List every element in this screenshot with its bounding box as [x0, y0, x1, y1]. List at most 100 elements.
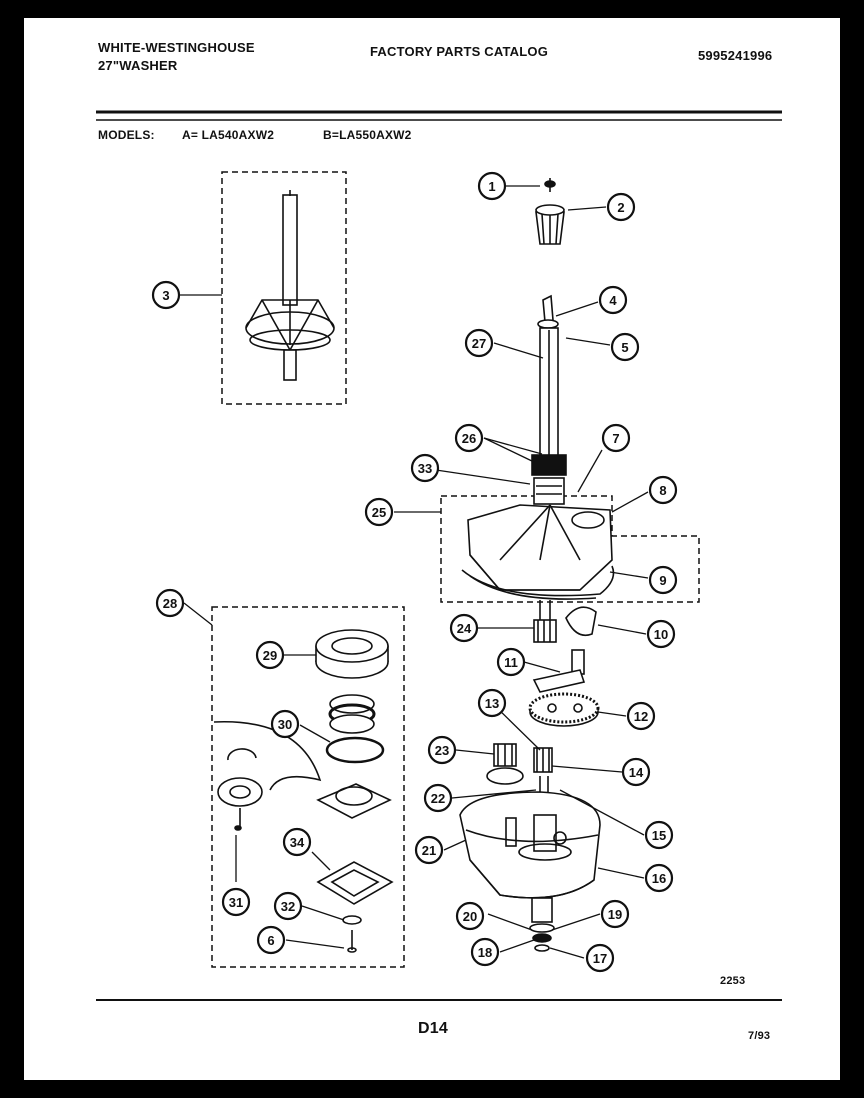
callout-circle — [270, 709, 300, 739]
callout-circle — [449, 613, 479, 643]
callout-circle — [644, 863, 674, 893]
callout-circle — [221, 887, 251, 917]
callout-8: 8 — [648, 475, 678, 505]
callout-number: 7 — [612, 431, 619, 446]
callout-circle — [610, 332, 640, 362]
callout-9: 9 — [648, 565, 678, 595]
callout-circle — [598, 285, 628, 315]
group-box-seal-kit — [211, 606, 405, 968]
callout-circle — [155, 588, 185, 618]
group-box-transmission-cover — [440, 495, 700, 603]
callout-10: 10 — [646, 619, 676, 649]
callout-number: 4 — [609, 293, 617, 308]
callout-number: 12 — [634, 709, 648, 724]
callout-circle — [477, 688, 507, 718]
callout-circle — [470, 937, 500, 967]
callout-circle — [585, 943, 615, 973]
callout-11: 11 — [496, 647, 526, 677]
callout-19: 19 — [600, 899, 630, 929]
callout-circle — [455, 901, 485, 931]
page-code: D14 — [418, 1020, 448, 1037]
callout-13: 13 — [477, 688, 507, 718]
callout-circle — [496, 647, 526, 677]
crank-and-gear-drawing — [528, 649, 600, 727]
callout-circle — [606, 192, 636, 222]
callout-number: 27 — [472, 336, 486, 351]
callout-17: 17 — [585, 943, 615, 973]
callout-23: 23 — [427, 735, 457, 765]
transmission-cover-drawing — [461, 504, 615, 600]
callout-22: 22 — [423, 783, 453, 813]
callout-circle — [454, 423, 484, 453]
callout-4: 4 — [598, 285, 628, 315]
catalog-sheet — [24, 18, 840, 1080]
small-gears-drawing — [486, 743, 553, 785]
catalog-number: 5995241996 — [698, 48, 773, 63]
callout-number: 18 — [478, 945, 492, 960]
callout-circle — [477, 171, 507, 201]
gear-case-drawing — [459, 776, 601, 899]
callout-number: 16 — [652, 871, 666, 886]
callout-32: 32 — [273, 891, 303, 921]
callout-number: 15 — [652, 828, 666, 843]
drawing-number: 2253 — [720, 975, 746, 987]
callout-number: 29 — [263, 648, 277, 663]
callout-21: 21 — [414, 835, 444, 865]
callout-number: 9 — [659, 573, 666, 588]
retaining-ring-detail-drawing — [213, 720, 322, 831]
callout-6: 6 — [256, 925, 286, 955]
callout-14: 14 — [621, 757, 651, 787]
leader-lines — [180, 185, 649, 959]
pin-and-cap-drawing — [535, 178, 565, 245]
callout-circle — [648, 565, 678, 595]
callout-number: 21 — [422, 843, 436, 858]
callout-25: 25 — [364, 497, 394, 527]
callout-circle — [626, 701, 656, 731]
callout-3: 3 — [151, 280, 181, 310]
callout-circle — [600, 899, 630, 929]
seal-kit-drawing — [315, 629, 394, 953]
callout-number: 33 — [418, 461, 432, 476]
callout-number: 30 — [278, 717, 292, 732]
callout-number: 31 — [229, 895, 243, 910]
callout-number: 14 — [629, 765, 644, 780]
callout-29: 29 — [255, 640, 285, 670]
callout-34: 34 — [282, 827, 312, 857]
models-label: MODELS: — [98, 128, 155, 142]
callout-circle — [151, 280, 181, 310]
callout-31: 31 — [221, 887, 251, 917]
callout-number: 23 — [435, 743, 449, 758]
callout-number: 22 — [431, 791, 445, 806]
model-a: A= LA540AXW2 — [182, 128, 275, 142]
callout-number: 6 — [267, 933, 274, 948]
callout-16: 16 — [644, 863, 674, 893]
callout-15: 15 — [644, 820, 674, 850]
callout-number: 28 — [163, 596, 177, 611]
pinion-and-cam-drawing — [533, 600, 597, 643]
model-b: B=LA550AXW2 — [323, 128, 412, 142]
callout-number: 8 — [659, 483, 666, 498]
bottom-shaft-drawing — [529, 897, 555, 952]
catalog-title: FACTORY PARTS CATALOG — [370, 44, 549, 59]
callout-number: 13 — [485, 696, 499, 711]
callout-number: 19 — [608, 907, 622, 922]
callout-number: 26 — [462, 431, 476, 446]
product-name: 27"WASHER — [98, 58, 178, 73]
callout-circle — [621, 757, 651, 787]
callout-7: 7 — [601, 423, 631, 453]
callout-circle — [648, 475, 678, 505]
callout-20: 20 — [455, 901, 485, 931]
callout-circle — [414, 835, 444, 865]
callout-number: 10 — [654, 627, 668, 642]
callout-number: 2 — [617, 200, 624, 215]
catalog-date: 7/93 — [748, 1030, 771, 1042]
callout-number: 34 — [290, 835, 305, 850]
callout-number: 5 — [621, 340, 628, 355]
callout-circle — [644, 820, 674, 850]
callout-number: 32 — [281, 899, 295, 914]
callout-number: 11 — [504, 655, 518, 670]
callout-circle — [646, 619, 676, 649]
main-shaft-drawing — [531, 294, 567, 505]
